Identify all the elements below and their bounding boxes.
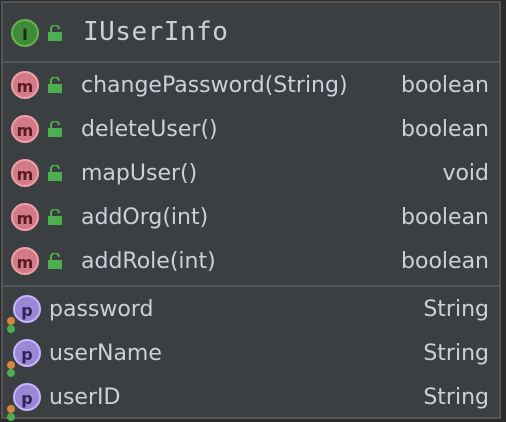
method-return-type: boolean	[401, 249, 489, 274]
public-lock-icon	[47, 77, 63, 93]
method-name: changePassword(String)	[81, 73, 348, 98]
field-modifier-icon	[7, 369, 15, 377]
field-row: p userID String	[3, 375, 499, 421]
method-icon: m	[11, 115, 39, 143]
public-lock-icon	[47, 121, 63, 137]
field-modifier-icon	[7, 361, 15, 369]
field-type: String	[423, 297, 489, 322]
field-row: p userName String	[3, 331, 499, 377]
method-return-type: boolean	[401, 73, 489, 98]
method-row: m addOrg(int) boolean	[3, 195, 499, 239]
fields-section: p password String p userName String p us…	[3, 287, 499, 421]
method-name: deleteUser()	[81, 117, 218, 142]
method-return-type: void	[442, 161, 489, 186]
field-row: p password String	[3, 287, 499, 333]
method-row: m changePassword(String) boolean	[3, 63, 499, 107]
field-icon: p	[13, 383, 41, 411]
method-icon: m	[11, 71, 39, 99]
method-name: addOrg(int)	[81, 205, 209, 230]
field-icon: p	[13, 295, 41, 323]
public-lock-icon	[47, 165, 63, 181]
field-name: userID	[49, 385, 121, 410]
method-name: mapUser()	[81, 161, 198, 186]
field-modifier-icon	[7, 317, 15, 325]
method-row: m mapUser() void	[3, 151, 499, 195]
method-name: addRole(int)	[81, 249, 216, 274]
class-title: IUserInfo	[83, 17, 229, 47]
method-icon: m	[11, 203, 39, 231]
method-icon: m	[11, 247, 39, 275]
field-name: password	[49, 297, 154, 322]
public-lock-icon	[47, 253, 63, 269]
method-row: m addRole(int) boolean	[3, 239, 499, 283]
field-icon: p	[13, 339, 41, 367]
method-icon: m	[11, 159, 39, 187]
method-row: m deleteUser() boolean	[3, 107, 499, 151]
field-modifier-icon	[7, 413, 15, 421]
class-header: I IUserInfo	[3, 3, 499, 63]
public-lock-icon	[47, 25, 63, 41]
field-type: String	[423, 341, 489, 366]
public-lock-icon	[47, 209, 63, 225]
methods-section: m changePassword(String) boolean m delet…	[3, 63, 499, 287]
method-return-type: boolean	[401, 117, 489, 142]
method-return-type: boolean	[401, 205, 489, 230]
field-name: userName	[49, 341, 162, 366]
field-modifier-icon	[7, 325, 15, 333]
interface-icon: I	[11, 19, 39, 47]
field-modifier-icon	[7, 405, 15, 413]
field-type: String	[423, 385, 489, 410]
